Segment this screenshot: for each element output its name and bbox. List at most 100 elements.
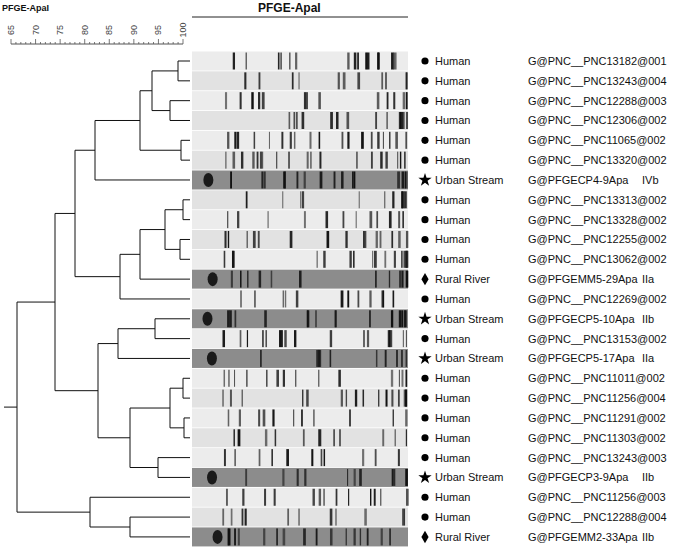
gel-band bbox=[362, 449, 364, 466]
gel-band bbox=[336, 489, 338, 506]
dendrogram-branch bbox=[75, 276, 120, 277]
human-symbol bbox=[421, 295, 428, 302]
gel-lanes bbox=[192, 52, 409, 547]
dendrogram-branch bbox=[170, 388, 183, 389]
gel-band bbox=[402, 509, 403, 526]
gel-band bbox=[303, 429, 305, 446]
isolate-id: G@PFGEMM2-33Apa bbox=[528, 530, 638, 544]
gel-band bbox=[258, 231, 260, 248]
human-symbol bbox=[421, 434, 428, 441]
gel-band bbox=[346, 528, 347, 545]
gel-band bbox=[380, 231, 382, 248]
ruler-tick bbox=[143, 42, 144, 44]
gel-band bbox=[288, 152, 289, 169]
gel-band bbox=[246, 370, 247, 387]
isolate-id: G@PNC__PNC13243@003 bbox=[528, 451, 667, 465]
gel-band bbox=[377, 53, 379, 70]
source-label: Human bbox=[435, 391, 470, 405]
gel-band bbox=[228, 370, 229, 387]
isolate-id: G@PNC__PNC11256@004 bbox=[528, 391, 666, 405]
gel-band bbox=[381, 528, 383, 545]
gel-band bbox=[295, 53, 297, 70]
gel-band bbox=[224, 251, 226, 268]
gel-band bbox=[258, 92, 260, 109]
gel-band bbox=[406, 489, 409, 506]
gel-band bbox=[313, 489, 315, 506]
dendrogram-branch bbox=[130, 408, 170, 409]
human-symbol bbox=[421, 236, 428, 243]
gel-band bbox=[352, 171, 353, 188]
gel-band bbox=[402, 112, 405, 129]
gel-band bbox=[334, 171, 336, 188]
gel-band bbox=[347, 290, 349, 307]
gel-band bbox=[376, 211, 378, 228]
gel-band bbox=[365, 53, 367, 70]
isolate-id: G@PNC__PNC12288@004 bbox=[528, 510, 667, 524]
source-label: Human bbox=[435, 292, 470, 306]
gel-lane bbox=[192, 488, 408, 507]
source-label: Human bbox=[435, 153, 470, 167]
gel-band bbox=[326, 211, 329, 228]
dendrogram-branch bbox=[183, 219, 190, 220]
gel-band bbox=[253, 231, 256, 248]
gel-band bbox=[406, 251, 409, 268]
gel-band bbox=[333, 429, 335, 446]
gel-band bbox=[371, 132, 373, 149]
gel-band bbox=[237, 211, 239, 228]
gel-band bbox=[404, 152, 406, 169]
gel-lane bbox=[192, 289, 408, 308]
dendrogram-branch bbox=[90, 527, 130, 528]
gel-header: PFGE-ApaI bbox=[258, 1, 321, 15]
gel-band bbox=[377, 92, 380, 109]
gel-band bbox=[263, 171, 265, 188]
gel-band bbox=[330, 350, 331, 367]
gel-band bbox=[235, 310, 237, 327]
gel-band bbox=[290, 132, 292, 149]
scale-number: 90 bbox=[127, 25, 141, 35]
ruler-tick bbox=[15, 42, 16, 44]
gel-band bbox=[367, 53, 370, 70]
gel-band bbox=[391, 310, 393, 327]
dendrogram-branch bbox=[55, 390, 98, 391]
gel-band bbox=[335, 310, 336, 327]
gel-band bbox=[306, 92, 308, 109]
isolate-id: G@PNC__PNC13328@002 bbox=[528, 213, 667, 227]
gel-band bbox=[269, 132, 270, 149]
gel-band bbox=[271, 271, 273, 288]
gel-band bbox=[390, 330, 392, 347]
gel-band bbox=[401, 271, 403, 288]
gel-band bbox=[357, 72, 360, 89]
source-symbols bbox=[418, 57, 431, 543]
gel-band bbox=[245, 469, 247, 486]
ruler-tick bbox=[173, 42, 174, 44]
gel-band bbox=[401, 310, 403, 327]
isolate-id: G@PNC__PNC12306@002 bbox=[528, 113, 667, 127]
dendrogram-branch bbox=[98, 437, 130, 438]
gel-band bbox=[406, 271, 409, 288]
gel-band bbox=[240, 271, 242, 288]
ruler-tick bbox=[158, 39, 159, 44]
gel-band bbox=[260, 350, 261, 367]
gel-band bbox=[354, 53, 357, 70]
gel-well bbox=[203, 173, 213, 187]
gel-band bbox=[398, 211, 400, 228]
gel-band bbox=[376, 350, 377, 367]
dendrogram-branch bbox=[184, 417, 190, 418]
gel-band bbox=[224, 370, 225, 387]
gel-band bbox=[234, 370, 235, 387]
isolate-id: G@PNC__PNC12255@002 bbox=[528, 232, 667, 246]
scale-number: 70 bbox=[29, 25, 43, 35]
gel-band bbox=[406, 330, 407, 347]
isolate-id: G@PFGECP3-9Apa bbox=[528, 470, 628, 484]
gel-band bbox=[384, 251, 386, 268]
subtype-label: IVb bbox=[642, 173, 659, 187]
gel-band bbox=[383, 132, 384, 149]
header-rule bbox=[192, 17, 408, 18]
gel-lane bbox=[192, 389, 408, 408]
scale-number: 75 bbox=[53, 25, 67, 35]
isolate-id: G@PNC__PNC11065@002 bbox=[528, 133, 666, 147]
source-label: Human bbox=[435, 232, 470, 246]
dendrogram-branch bbox=[17, 302, 55, 303]
gel-band bbox=[330, 350, 331, 367]
gel-band bbox=[321, 449, 323, 466]
